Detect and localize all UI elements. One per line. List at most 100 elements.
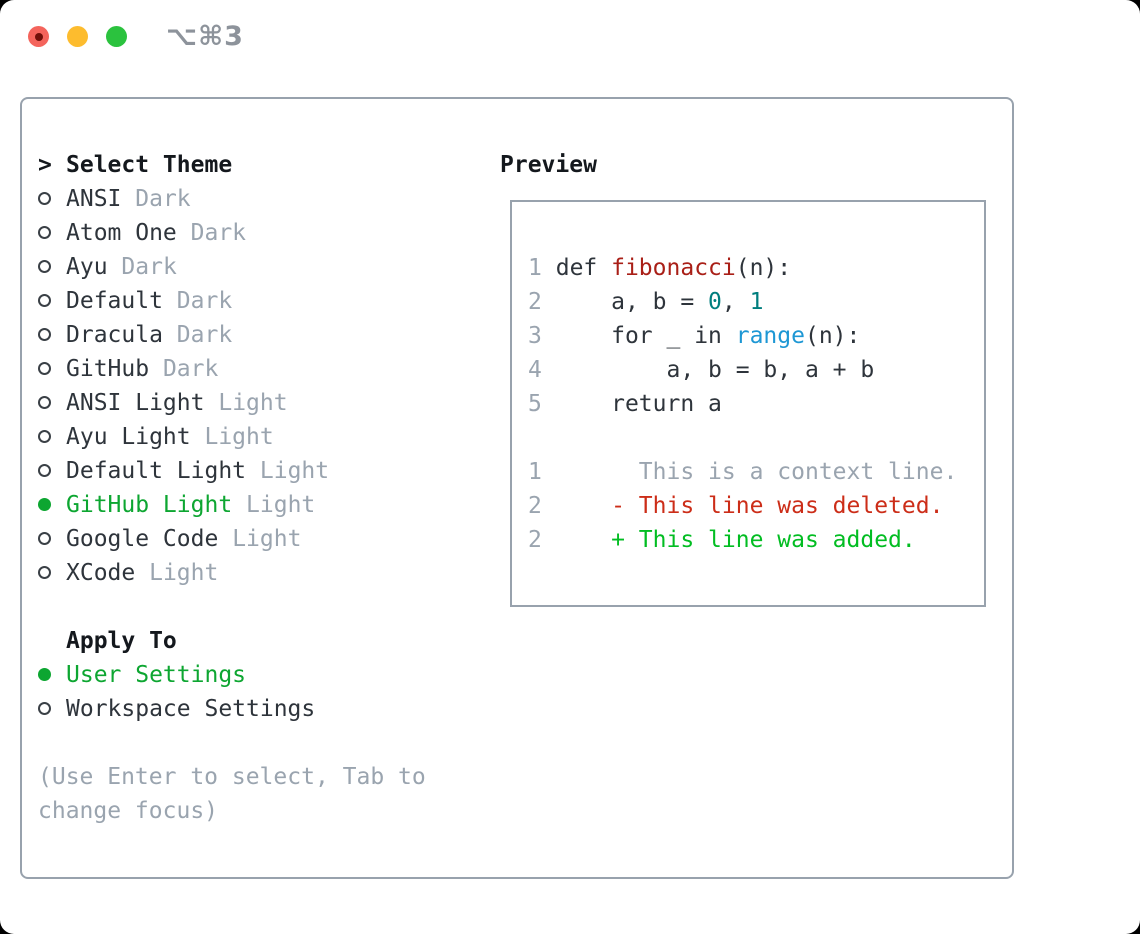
line-number: 1 — [528, 255, 542, 281]
theme-name: Google Code — [66, 526, 219, 552]
theme-variant-label: Light — [259, 458, 330, 484]
radio-icon — [38, 454, 66, 488]
theme-option[interactable]: Default Dark — [38, 284, 426, 318]
theme-name: Ayu — [66, 254, 108, 280]
radio-icon — [38, 420, 66, 454]
apply-to-label: Workspace Settings — [66, 696, 316, 722]
theme-variant-label: Dark — [135, 186, 191, 212]
minimize-button[interactable] — [67, 26, 88, 47]
theme-name: ANSI Light — [66, 390, 205, 416]
theme-option[interactable]: Atom One Dark — [38, 216, 426, 250]
code-segment: return a — [555, 391, 722, 417]
radio-icon — [38, 318, 66, 352]
line-number: 2 — [528, 493, 542, 519]
theme-name: XCode — [66, 560, 136, 586]
theme-name: GitHub Light — [66, 492, 233, 518]
theme-option[interactable]: Google Code Light — [38, 522, 426, 556]
theme-name: Atom One — [66, 220, 177, 246]
theme-variant-label: Light — [232, 526, 302, 552]
diff-line: 2 - This line was deleted. — [528, 489, 984, 523]
theme-variant-label: Light — [149, 560, 219, 586]
line-number: 5 — [528, 391, 542, 417]
maximize-button[interactable] — [106, 26, 127, 47]
code-segment: for _ in — [555, 323, 736, 349]
theme-option[interactable]: Default Light Light — [38, 454, 426, 488]
code-segment: a, b = — [555, 289, 709, 315]
theme-variant-label: Dark — [162, 356, 219, 382]
radio-icon — [38, 522, 66, 556]
diff-line: 2 + This line was added. — [528, 523, 984, 557]
line-number: 4 — [528, 357, 542, 383]
preview-title: Preview — [500, 152, 597, 178]
code-line: 4 a, b = b, a + b — [528, 353, 984, 387]
theme-name: ANSI — [66, 186, 122, 212]
theme-variant-label: Light — [204, 424, 274, 450]
apply-to-title: Apply To — [66, 628, 177, 654]
radio-icon — [38, 216, 66, 250]
radio-icon — [38, 182, 66, 216]
code-segment: (n): — [804, 323, 861, 349]
code-segment: a, b = b, a + b — [555, 357, 875, 383]
radio-icon — [38, 386, 66, 420]
radio-icon — [38, 284, 66, 318]
line-number: 3 — [528, 323, 542, 349]
theme-option[interactable]: GitHub Light Light — [38, 488, 426, 522]
radio-icon — [38, 352, 66, 386]
theme-option[interactable]: Dracula Dark — [38, 318, 426, 352]
code-segment: This is a context line. — [555, 459, 958, 485]
code-segment: 0 — [708, 289, 722, 315]
theme-name: Dracula — [66, 322, 163, 348]
radio-icon — [38, 556, 66, 590]
theme-option[interactable]: ANSI Dark — [38, 182, 426, 216]
apply-to-label: User Settings — [66, 662, 247, 688]
spacer-row — [528, 421, 984, 455]
close-button[interactable] — [28, 26, 49, 47]
code-line: 3 for _ in range(n): — [528, 319, 984, 353]
code-segment: range — [735, 323, 805, 349]
theme-option[interactable]: Ayu Light Light — [38, 420, 426, 454]
theme-variant-label: Light — [218, 390, 288, 416]
code-line: 2 a, b = 0, 1 — [528, 285, 984, 319]
theme-variant-label: Light — [246, 492, 316, 518]
theme-name: Ayu Light — [66, 424, 191, 450]
select-theme-header: >Select Theme — [38, 148, 426, 182]
radio-selected-icon — [38, 658, 66, 692]
hint-text-line-1: (Use Enter to select, Tab to — [38, 764, 426, 790]
spacer-row — [38, 726, 426, 760]
radio-icon — [38, 250, 66, 284]
spacer-row — [38, 590, 426, 624]
theme-option[interactable]: GitHub Dark — [38, 352, 426, 386]
theme-name: Default — [66, 288, 163, 314]
theme-variant-label: Dark — [190, 220, 247, 246]
theme-name: GitHub — [66, 356, 150, 382]
line-number: 2 — [528, 289, 542, 315]
theme-name: Default Light — [66, 458, 247, 484]
code-line: 1 def fibonacci(n): — [528, 251, 984, 285]
hint-text-line-2: change focus) — [38, 798, 219, 824]
apply-to-option[interactable]: User Settings — [38, 658, 426, 692]
diff-line: 1 This is a context line. — [528, 455, 984, 489]
code-segment: fibonacci — [611, 255, 736, 281]
theme-option[interactable]: ANSI Light Light — [38, 386, 426, 420]
theme-option[interactable]: Ayu Dark — [38, 250, 426, 284]
line-number: 2 — [528, 527, 542, 553]
code-line: 5 return a — [528, 387, 984, 421]
theme-variant-label: Dark — [176, 288, 233, 314]
code-segment: + This line was added. — [555, 527, 916, 553]
code-segment: , — [721, 289, 750, 315]
radio-icon — [38, 692, 66, 726]
theme-option[interactable]: XCode Light — [38, 556, 426, 590]
cursor-arrow-icon: > — [38, 152, 52, 178]
window-title: ⌥⌘3 — [166, 21, 244, 52]
line-number: 1 — [528, 459, 542, 485]
code-segment: (n): — [735, 255, 792, 281]
apply-to-header-row: Apply To — [38, 624, 426, 658]
theme-variant-label: Dark — [121, 254, 177, 280]
apply-to-option[interactable]: Workspace Settings — [38, 692, 426, 726]
